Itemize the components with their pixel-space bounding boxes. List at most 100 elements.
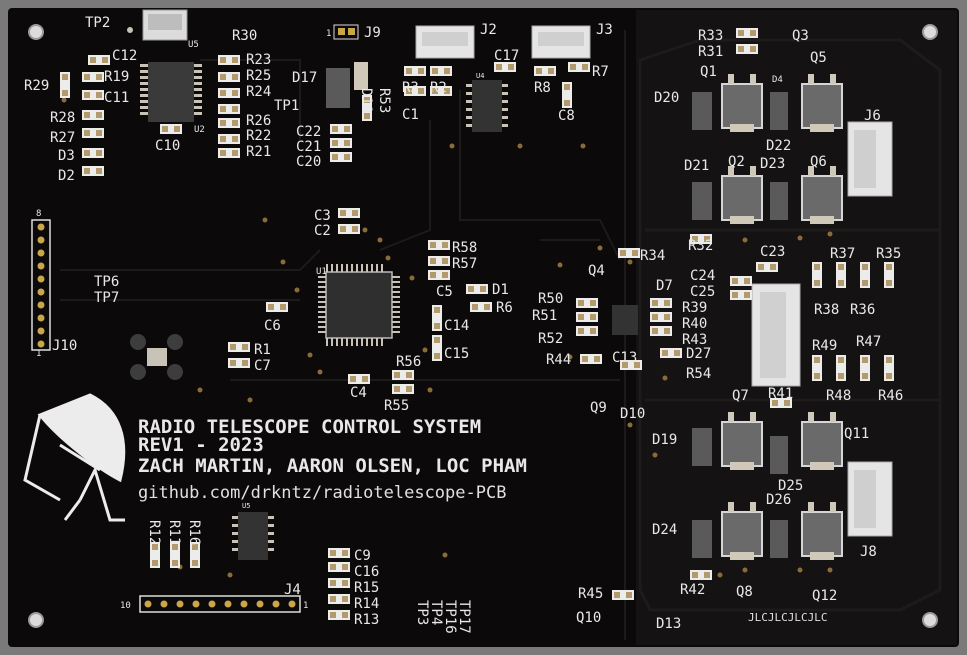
designator-c8: C8 <box>558 108 575 124</box>
title-line-2: REV1 - 2023 <box>138 434 264 456</box>
designator-j2: J2 <box>480 22 497 38</box>
designator-r37: R37 <box>830 246 855 262</box>
designator-c7: C7 <box>254 358 271 374</box>
designator-d3: D3 <box>58 148 75 164</box>
title-line-3: ZACH MARTIN, AARON OLSEN, LOC PHAM <box>138 455 527 477</box>
designator-d10: D10 <box>620 406 645 422</box>
designator-d13: D13 <box>656 616 681 632</box>
designator-q8: Q8 <box>736 584 753 600</box>
designator-r29: R29 <box>24 78 49 94</box>
designator-u5: U5 <box>242 502 250 510</box>
designator-r12: R12 <box>146 520 162 545</box>
designator-r40: R40 <box>682 316 707 332</box>
board-title-block: RADIO TELESCOPE CONTROL SYSTEM REV1 - 20… <box>138 416 527 477</box>
designator-labels: TP2U5R30C12R19R29C11R28R27D3D2U2C10R23R2… <box>24 15 903 634</box>
designator-tp17: TP17 <box>456 600 472 634</box>
designator-r58: R58 <box>452 240 477 256</box>
designator-d23: D23 <box>760 156 785 172</box>
designator-1: 1 <box>303 601 308 611</box>
designator-r45: R45 <box>578 586 603 602</box>
designator-r39: R39 <box>682 300 707 316</box>
j9-header <box>333 24 359 40</box>
designator-c5: C5 <box>436 284 453 300</box>
j3-connector <box>531 25 591 59</box>
designator-r57: R57 <box>452 256 477 272</box>
u4-chip <box>466 80 508 132</box>
designator-r38: R38 <box>814 302 839 318</box>
designator-1: 1 <box>326 29 331 39</box>
designator-j8: J8 <box>860 544 877 560</box>
designator-r30: R30 <box>232 28 257 44</box>
designator-d20: D20 <box>654 90 679 106</box>
designator-u2: U2 <box>194 125 205 135</box>
designator-r42: R42 <box>680 582 705 598</box>
designator-1: 1 <box>36 349 41 359</box>
designator-tp4: TP4 <box>428 600 444 625</box>
designator-u4: U4 <box>476 72 484 80</box>
designator-c15: C15 <box>444 346 469 362</box>
designator-c4: C4 <box>350 385 367 401</box>
designator-j3: J3 <box>596 22 613 38</box>
u-driver-chip <box>612 305 638 335</box>
designator-tp7: TP7 <box>94 290 119 306</box>
usb-connector <box>127 9 188 41</box>
designator-q2: Q2 <box>728 154 745 170</box>
designator-c17: C17 <box>494 48 519 64</box>
designator-d18: D18 <box>358 88 374 113</box>
designator-r3: R3 <box>402 80 419 96</box>
designator-d17: D17 <box>292 70 317 86</box>
designator-r14: R14 <box>354 596 379 612</box>
designator-j6: J6 <box>864 108 881 124</box>
designator-8: 8 <box>36 209 41 219</box>
designator-r36: R36 <box>850 302 875 318</box>
title-line-1: RADIO TELESCOPE CONTROL SYSTEM <box>138 416 481 438</box>
designator-r34: R34 <box>640 248 665 264</box>
designator-r16: R16 <box>186 520 202 545</box>
designator-r15: R15 <box>354 580 379 596</box>
designator-c20: C20 <box>296 154 321 170</box>
designator-q7: Q7 <box>732 388 749 404</box>
j4-header <box>139 595 301 613</box>
designator-r55: R55 <box>384 398 409 414</box>
designator-r46: R46 <box>878 388 903 404</box>
designator-d25: D25 <box>778 478 803 494</box>
designator-c16: C16 <box>354 564 379 580</box>
designator-r35: R35 <box>876 246 901 262</box>
programming-header <box>130 334 183 380</box>
designator-c2: C2 <box>314 223 331 239</box>
designator-r32: R32 <box>688 238 713 254</box>
designator-d22: D22 <box>766 138 791 154</box>
designator-r24: R24 <box>246 84 271 100</box>
designator-j10: J10 <box>52 338 77 354</box>
designator-r7: R7 <box>592 64 609 80</box>
designator-d21: D21 <box>684 158 709 174</box>
diode-pads <box>354 62 368 90</box>
designator-c23: C23 <box>760 244 785 260</box>
designator-c12: C12 <box>112 48 137 64</box>
designator-r43: R43 <box>682 332 707 348</box>
repository-url: github.com/drkntz/radiotelescope-PCB <box>138 483 506 503</box>
designator-c11: C11 <box>104 90 129 106</box>
j6-connector <box>847 121 893 197</box>
designator-r47: R47 <box>856 334 881 350</box>
designator-r23: R23 <box>246 52 271 68</box>
designator-r11: R11 <box>166 520 182 545</box>
designator-r8: R8 <box>534 80 551 96</box>
designator-j4: J4 <box>284 582 301 598</box>
designator-q11: Q11 <box>844 426 869 442</box>
designator-tp3: TP3 <box>414 600 430 625</box>
designator-c24: C24 <box>690 268 715 284</box>
designator-r54: R54 <box>686 366 711 382</box>
designator-q9: Q9 <box>590 400 607 416</box>
designator-r48: R48 <box>826 388 851 404</box>
designator-q6: Q6 <box>810 154 827 170</box>
designator-d4: D4 <box>772 75 783 85</box>
power-connector <box>751 283 801 387</box>
designator-q4: Q4 <box>588 263 605 279</box>
fab-marking: JLCJLCJLCJLC <box>748 611 827 624</box>
designator-r28: R28 <box>50 110 75 126</box>
designator-r22: R22 <box>246 128 271 144</box>
j10-header <box>31 219 51 351</box>
designator-c21: C21 <box>296 139 321 155</box>
